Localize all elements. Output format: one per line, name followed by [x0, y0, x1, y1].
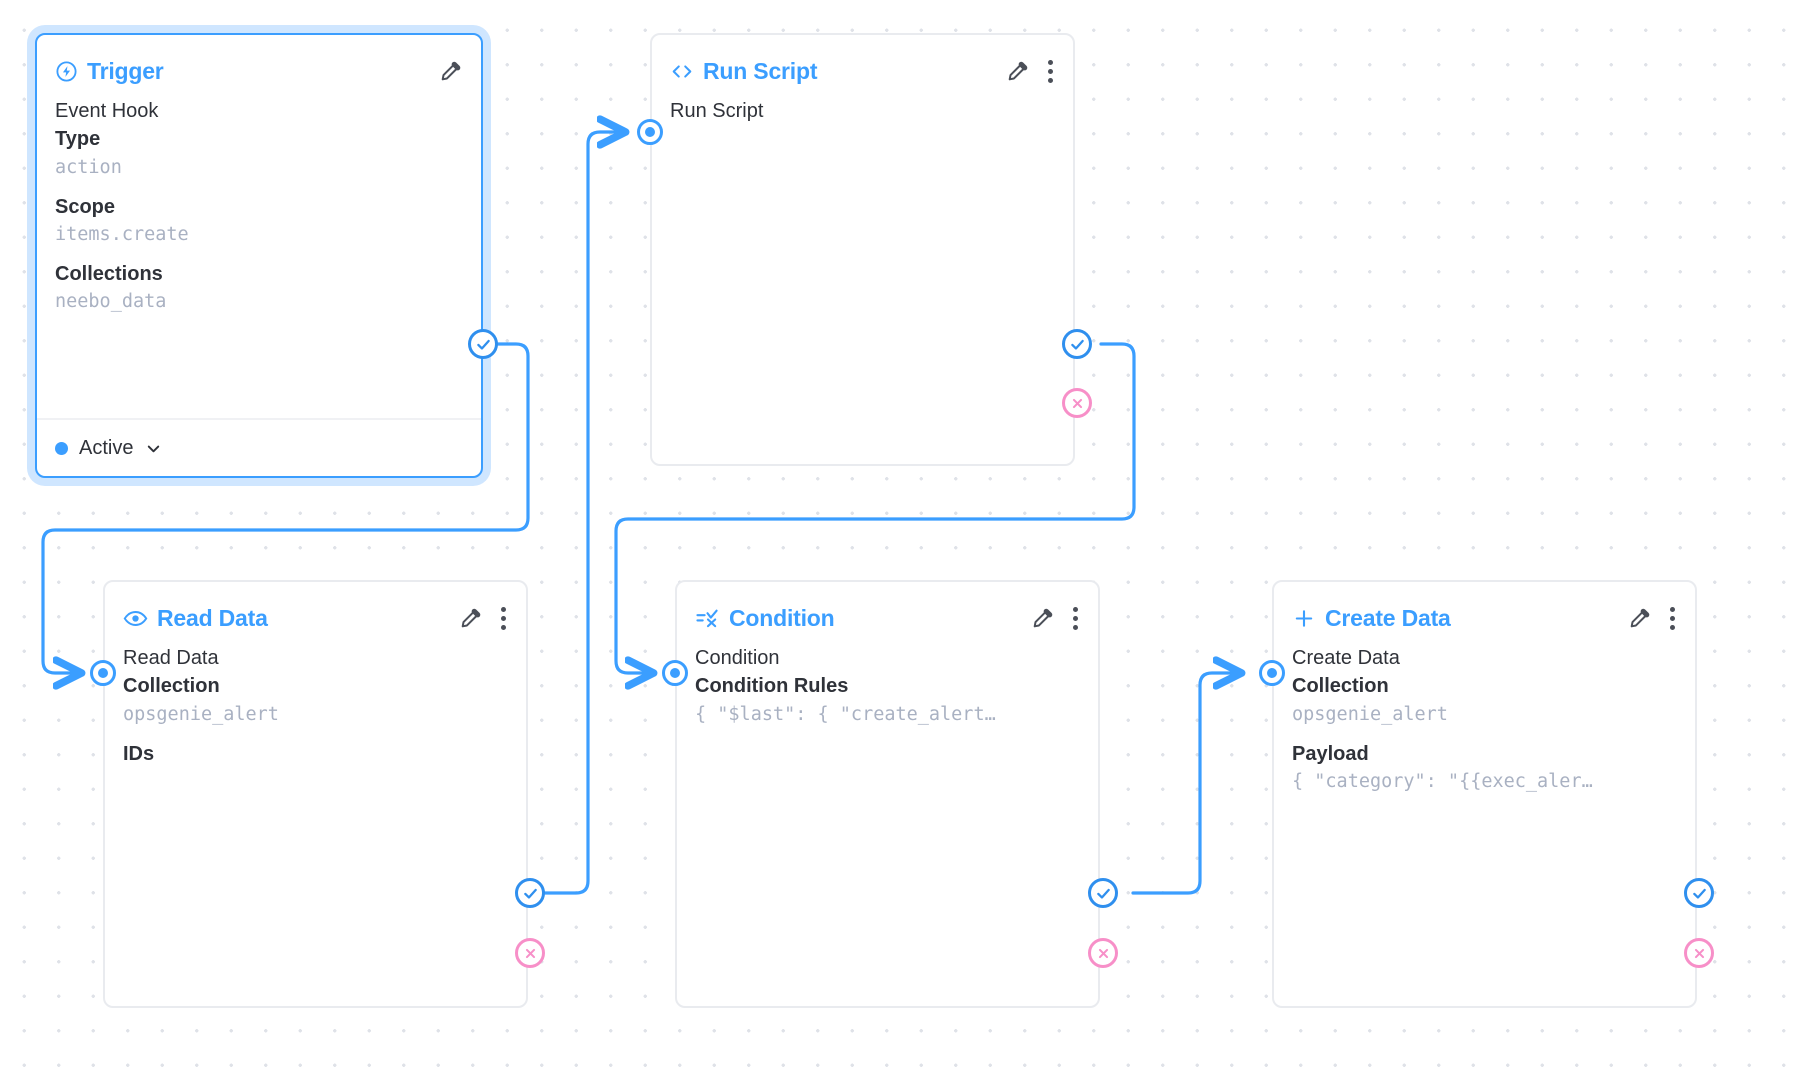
field-value: { "category": "{{exec_aler…	[1292, 770, 1593, 792]
edit-icon[interactable]	[438, 59, 463, 84]
node-title-trigger: Trigger	[55, 57, 164, 84]
node-actions	[1005, 58, 1055, 85]
filter-check-icon	[695, 607, 720, 630]
edit-icon[interactable]	[1030, 606, 1055, 631]
node-subtitle: Read Data	[123, 647, 219, 669]
node-subtitle: Event Hook	[55, 100, 159, 122]
port-input-read-data[interactable]	[90, 660, 116, 686]
node-title-text: Create Data	[1325, 604, 1451, 631]
node-title-read-data: Read Data	[123, 604, 268, 631]
more-options-icon[interactable]	[1668, 605, 1677, 632]
field-label: Collection	[1292, 675, 1389, 698]
field-label: IDs	[123, 742, 155, 765]
chevron-down-icon[interactable]	[144, 439, 163, 458]
eye-icon	[123, 607, 148, 630]
edit-icon[interactable]	[458, 606, 483, 631]
node-title-create-data: Create Data	[1292, 604, 1451, 631]
node-actions	[438, 59, 463, 84]
code-brackets-icon	[670, 60, 694, 83]
node-header: Trigger	[37, 35, 481, 91]
node-title-text: Run Script	[703, 57, 818, 84]
port-error-condition[interactable]	[1088, 938, 1118, 968]
port-success-create-data[interactable]	[1684, 878, 1714, 908]
field-value: opsgenie_alert	[123, 703, 279, 725]
node-title-text: Trigger	[87, 57, 164, 84]
field-value: neebo_data	[55, 291, 167, 313]
port-input-create-data[interactable]	[1259, 660, 1285, 686]
port-success-read-data[interactable]	[515, 878, 545, 908]
node-subtitle: Condition	[695, 647, 780, 669]
field-label: Scope	[55, 195, 116, 218]
port-error-read-data[interactable]	[515, 938, 545, 968]
node-trigger[interactable]: Trigger Event Hook Type action Scope ite…	[35, 33, 483, 478]
field-value: opsgenie_alert	[1292, 703, 1448, 725]
node-header: Run Script	[652, 35, 1073, 91]
port-input-condition[interactable]	[662, 660, 688, 686]
field-value: action	[55, 156, 122, 178]
bolt-circle-icon	[55, 60, 78, 83]
node-subtitle: Create Data	[1292, 647, 1400, 669]
node-subtitle: Run Script	[670, 100, 764, 122]
node-condition[interactable]: Condition Condition Condition Rules { "$…	[675, 580, 1100, 1008]
node-read-data[interactable]: Read Data Read Data Collection opsgenie_…	[103, 580, 528, 1008]
port-success-trigger[interactable]	[468, 329, 498, 359]
field-label: Condition Rules	[695, 675, 849, 698]
more-options-icon[interactable]	[1071, 605, 1080, 632]
port-input-run-script[interactable]	[637, 119, 663, 145]
node-actions	[1030, 605, 1080, 632]
node-header: Create Data	[1274, 582, 1695, 638]
field-label: Collection	[123, 675, 220, 698]
node-actions	[458, 605, 508, 632]
status-label: Active	[79, 436, 134, 459]
field-value: { "$last": { "create_alert…	[695, 703, 996, 725]
node-run-script[interactable]: Run Script Run Script	[650, 33, 1075, 466]
plus-icon	[1292, 607, 1316, 630]
field-value: items.create	[55, 223, 189, 245]
edit-icon[interactable]	[1627, 606, 1652, 631]
trigger-status-dropdown[interactable]: Active	[37, 418, 481, 476]
more-options-icon[interactable]	[499, 605, 508, 632]
node-title-text: Condition	[729, 604, 835, 631]
port-error-create-data[interactable]	[1684, 938, 1714, 968]
node-create-data[interactable]: Create Data Create Data Collection opsge…	[1272, 580, 1697, 1008]
node-title-condition: Condition	[695, 604, 835, 631]
more-options-icon[interactable]	[1046, 58, 1055, 85]
node-header: Read Data	[105, 582, 526, 638]
port-success-run-script[interactable]	[1062, 329, 1092, 359]
field-label: Collections	[55, 262, 163, 285]
status-dot-icon	[55, 441, 68, 455]
node-body: Condition Condition Rules { "$last": { "…	[677, 638, 1098, 729]
field-label: Payload	[1292, 742, 1369, 765]
node-title-run-script: Run Script	[670, 57, 818, 84]
node-title-text: Read Data	[157, 604, 268, 631]
node-body: Run Script	[652, 91, 1073, 125]
node-header: Condition	[677, 582, 1098, 638]
node-body: Read Data Collection opsgenie_alert IDs	[105, 638, 526, 768]
edit-icon[interactable]	[1005, 59, 1030, 84]
field-label: Type	[55, 128, 101, 151]
port-success-condition[interactable]	[1088, 878, 1118, 908]
node-actions	[1627, 605, 1677, 632]
port-error-run-script[interactable]	[1062, 388, 1092, 418]
node-body: Create Data Collection opsgenie_alert Pa…	[1274, 638, 1695, 796]
node-body: Event Hook Type action Scope items.creat…	[37, 91, 481, 316]
